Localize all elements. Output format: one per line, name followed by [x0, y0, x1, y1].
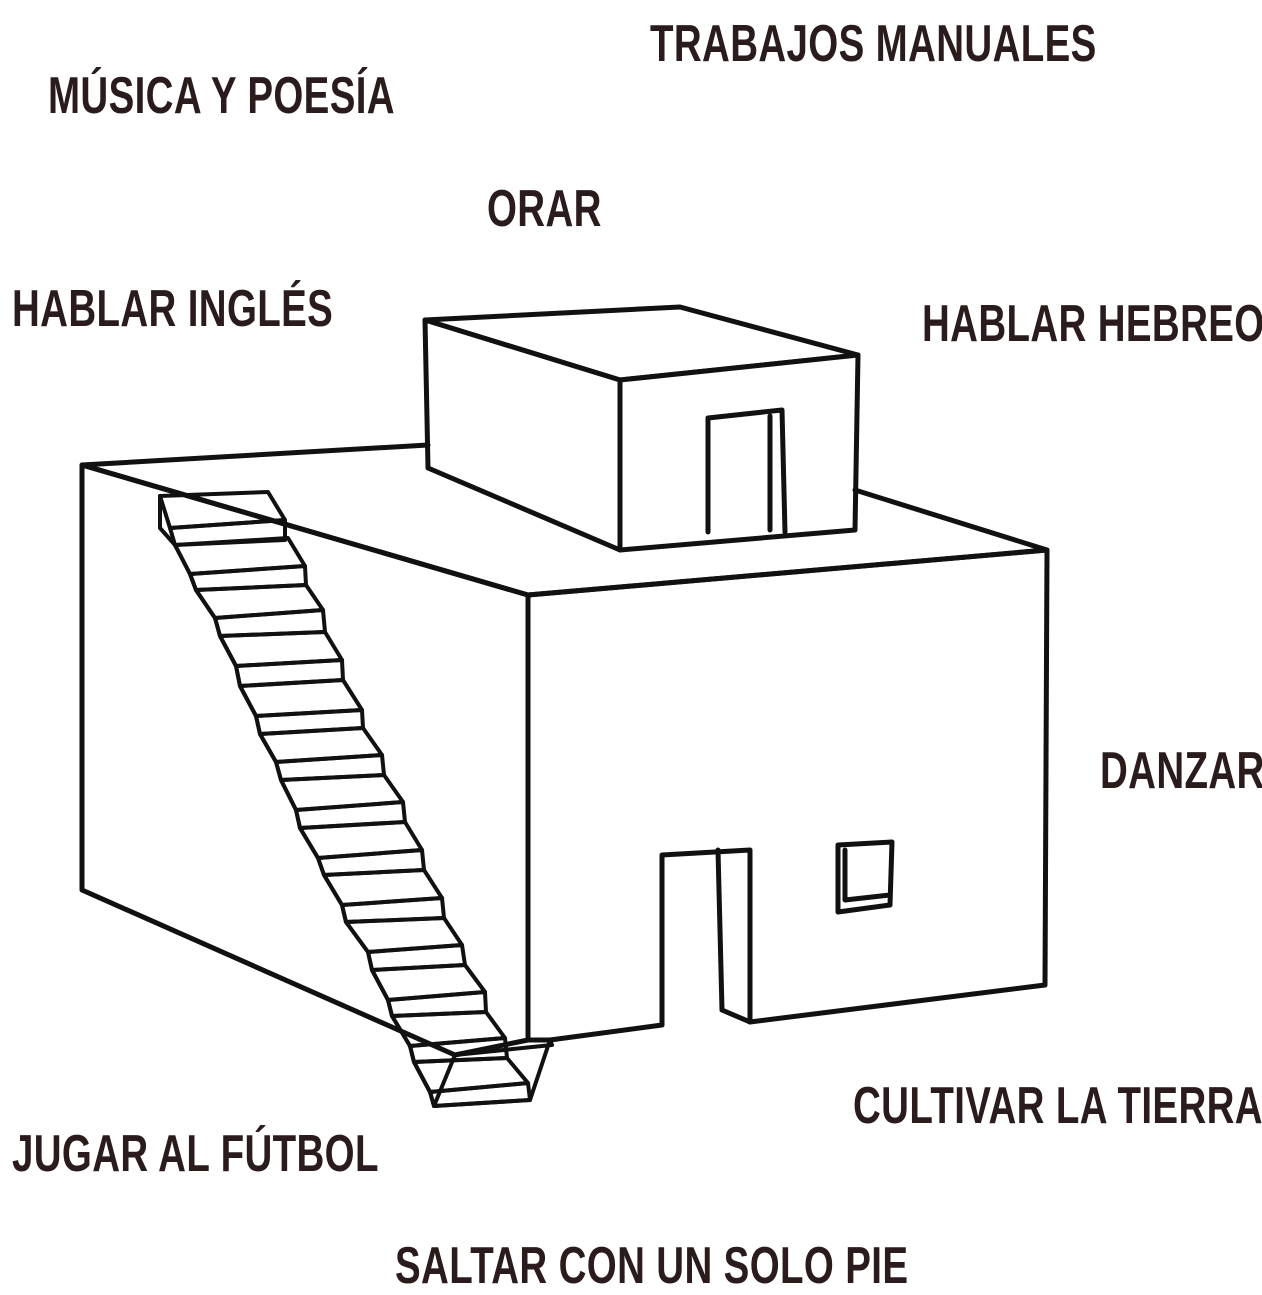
- label-hablar-ingles: HABLAR INGLÉS: [12, 280, 334, 338]
- label-orar: ORAR: [487, 180, 602, 238]
- label-musica-poesia: MÚSICA Y POESÍA: [48, 67, 395, 125]
- label-saltar-pie: SALTAR CON UN SOLO PIE: [395, 1237, 909, 1295]
- main-building: [79, 442, 1050, 1058]
- label-trabajos-manuales: TRABAJOS MANUALES: [650, 15, 1097, 73]
- label-jugar-futbol: JUGAR AL FÚTBOL: [12, 1125, 379, 1183]
- upper-room: [422, 304, 861, 553]
- staircase: [158, 490, 554, 1108]
- label-danzar: DANZAR: [1100, 742, 1262, 800]
- label-cultivar-tierra: CULTIVAR LA TIERRA: [853, 1077, 1262, 1135]
- label-hablar-hebreo: HABLAR HEBREO: [922, 295, 1262, 353]
